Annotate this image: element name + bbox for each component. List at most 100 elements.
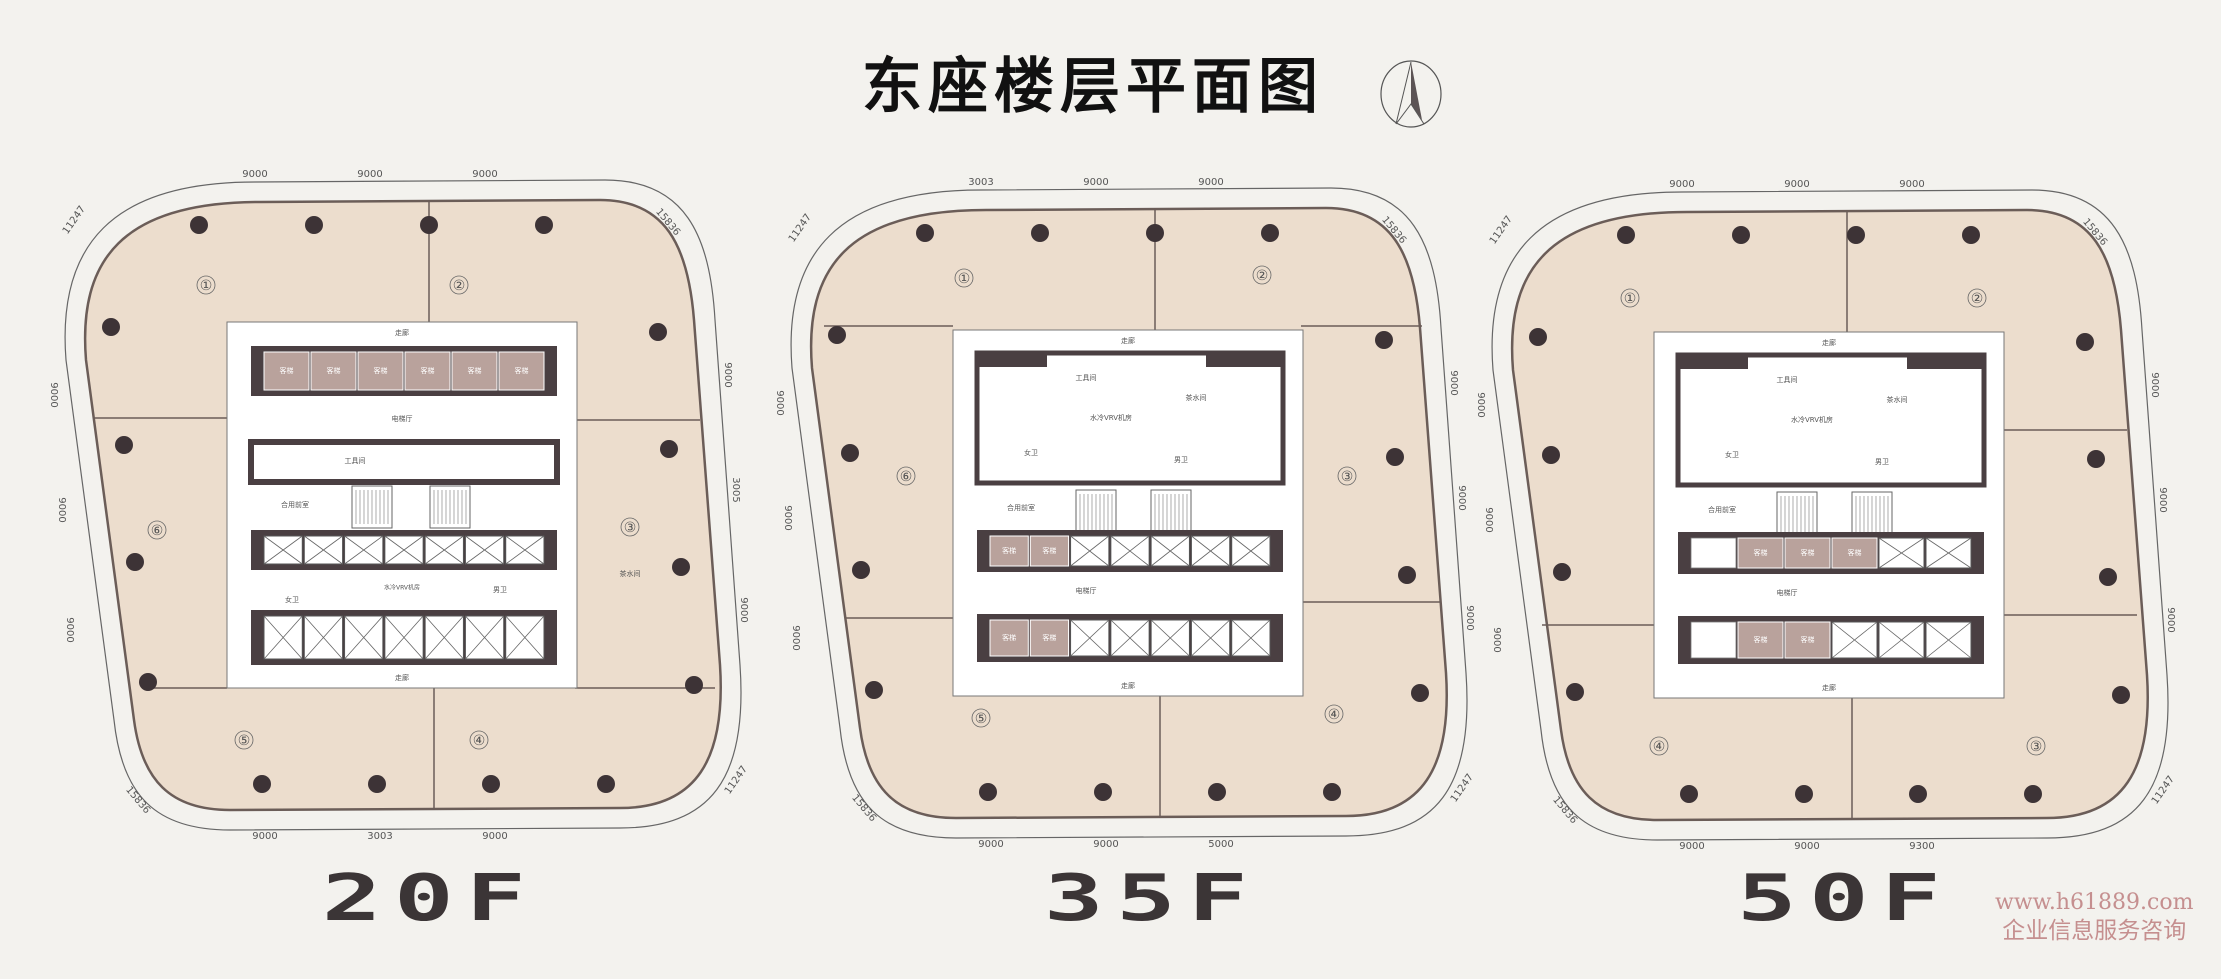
corridor-label-top: 走廊 [1822, 338, 1836, 347]
elevator-car-label: 客梯 [1002, 633, 1016, 642]
elevator-car-label: 客梯 [515, 366, 529, 375]
unit-number-circle [234, 730, 254, 750]
elevator-car-label: 客梯 [374, 366, 388, 375]
structural-column [1261, 224, 1279, 242]
elevator-car [989, 619, 1029, 657]
structural-column [660, 440, 678, 458]
dimension-bottom: 9000 [482, 831, 507, 842]
dimension-corner-br: 11247 [723, 764, 750, 796]
shaft-cross [505, 535, 545, 565]
unit-number: ① [958, 271, 971, 287]
dimension-right: 9000 [2165, 607, 2176, 632]
elevator-car [1831, 537, 1878, 569]
shaft-cross [1070, 619, 1110, 657]
shaft-cross [344, 535, 384, 565]
unit-number: ⑥ [151, 523, 164, 539]
dimension-top: 9000 [1669, 179, 1694, 190]
elevator-car [357, 351, 404, 391]
dimension-right: 9000 [2149, 372, 2160, 397]
tool-room-label: 工具间 [1076, 374, 1097, 382]
wc-male-label: 男卫 [1174, 456, 1188, 464]
shaft-cross [1191, 619, 1230, 657]
structural-column [2087, 450, 2105, 468]
floor-label-50f: 50F [1736, 862, 1954, 936]
elevator-car [1784, 537, 1831, 569]
unit-number: ③ [2030, 739, 2043, 755]
shaft-cross [1878, 537, 1925, 569]
elevator-car [1784, 621, 1831, 659]
corridor-label-top: 走廊 [1121, 336, 1135, 345]
machine-room-label: 水冷VRV机房 [1090, 413, 1132, 422]
elevator-car [1029, 535, 1070, 567]
elevator-car-label: 客梯 [1042, 633, 1056, 642]
dimension-right: 9000 [1448, 370, 1459, 395]
elevator-car-label: 客梯 [1754, 548, 1768, 557]
dimension-top: 9000 [1083, 177, 1108, 188]
structural-column [1398, 566, 1416, 584]
floor-plan-20f: 走廊走廊客梯客梯客梯客梯客梯客梯电梯厅工具间合用前室女卫水冷VRV机房男卫茶水间… [48, 160, 750, 842]
corridor-label-bottom: 走廊 [1121, 681, 1135, 690]
shaft-cross [1231, 535, 1271, 567]
tool-room-label: 工具间 [345, 457, 366, 465]
wc-female-label: 女卫 [285, 595, 299, 604]
structural-column [482, 775, 500, 793]
elevator-car-label: 客梯 [1754, 635, 1768, 644]
dimension-corner-bl: 15836 [123, 785, 152, 816]
building-outline [790, 187, 1468, 839]
structural-column [1847, 226, 1865, 244]
shaft-cross [424, 615, 464, 660]
wc-male-label: 男卫 [1875, 458, 1889, 466]
dimension-corner-br: 11247 [2150, 774, 2177, 806]
structural-column [597, 775, 615, 793]
elevator-car [263, 351, 310, 391]
structural-column [1732, 226, 1750, 244]
shaft-cross [1925, 621, 1972, 659]
shaft-cross [1070, 535, 1110, 567]
unit-number-circle [954, 268, 974, 288]
structural-column [1146, 224, 1164, 242]
structural-column [1566, 683, 1584, 701]
structural-column [139, 673, 157, 691]
elevator-car [310, 351, 357, 391]
dimension-right: 9000 [738, 597, 749, 622]
shaft-cross [1878, 621, 1925, 659]
dimension-corner-tl: 11247 [787, 212, 814, 244]
dimension-bottom: 9000 [252, 831, 277, 842]
structural-column [916, 224, 934, 242]
dimension-left: 9000 [1475, 392, 1486, 417]
building-outline [64, 179, 742, 831]
shaft-cross [465, 615, 505, 660]
structural-column [1375, 331, 1393, 349]
dimension-left: 9000 [48, 382, 59, 407]
dimension-left: 9000 [1483, 507, 1494, 532]
dimension-corner-tl: 11247 [1488, 214, 1515, 246]
unit-number: ④ [1328, 707, 1341, 723]
structural-column [979, 783, 997, 801]
unit-number-circle [1649, 736, 1669, 756]
dimension-top: 9000 [1899, 179, 1924, 190]
shaft-cross [263, 535, 303, 565]
elevator-car-label: 客梯 [468, 366, 482, 375]
unit-number: ③ [624, 520, 637, 536]
dimension-top: 9000 [1784, 179, 1809, 190]
shaft-cross [1110, 535, 1150, 567]
structural-column [420, 216, 438, 234]
elevator-car-label: 客梯 [1002, 546, 1016, 555]
structural-column [1094, 783, 1112, 801]
dimension-right: 9000 [1464, 605, 1475, 630]
unit-number-circle [971, 708, 991, 728]
elevator-car-label: 客梯 [1042, 546, 1056, 555]
elevator-car [1737, 537, 1784, 569]
dimension-left: 9000 [56, 497, 67, 522]
tea-room-label: 茶水间 [1186, 393, 1207, 402]
tea-room-label: 茶水间 [620, 569, 641, 578]
structural-column [368, 775, 386, 793]
shaft-cross [1831, 621, 1878, 659]
unit-number-circle [1967, 288, 1987, 308]
dimension-right: 3005 [730, 477, 741, 502]
structural-column [865, 681, 883, 699]
corridor-label-top: 走廊 [395, 328, 409, 337]
machine-room-label: 水冷VRV机房 [1791, 415, 1833, 424]
dimension-left: 9000 [774, 390, 785, 415]
